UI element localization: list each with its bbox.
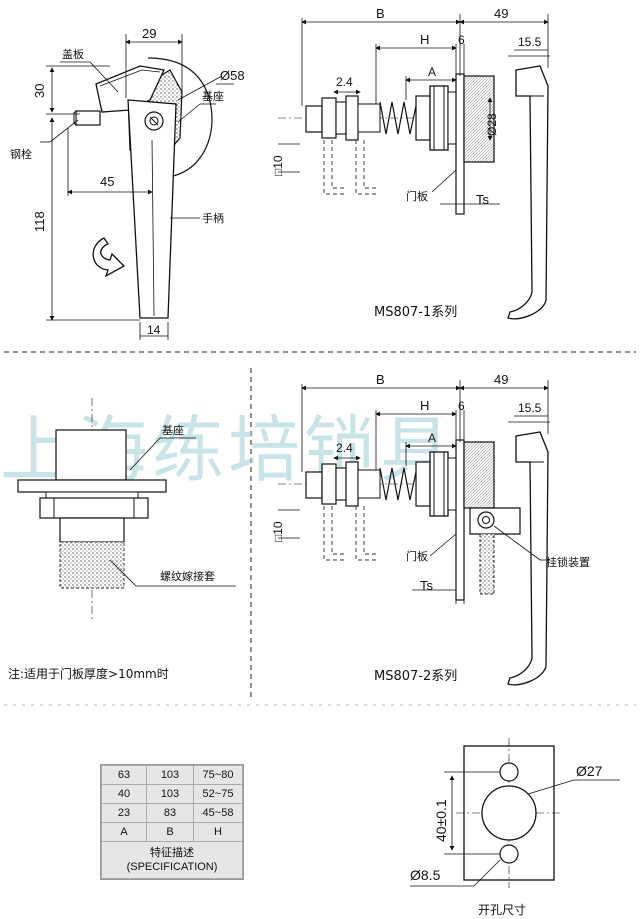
fig1-steel-bolt <box>75 110 101 126</box>
fig2-dim-h: H <box>420 32 429 47</box>
spec-cell: 103 <box>146 784 194 804</box>
cutout-label: 开孔尺寸 <box>478 903 526 917</box>
spec-cell: 75~80 <box>193 765 243 785</box>
spec-header: B <box>146 822 194 842</box>
fig3-label-sleeve: 螺纹嫁接套 <box>160 569 215 583</box>
fig2-handle <box>507 65 549 320</box>
rotation-arrow-icon <box>92 237 126 278</box>
table-row: 23 83 45~58 <box>101 803 243 823</box>
fig2-series-label: MS807-1系列 <box>374 305 457 320</box>
fig2-dim-28: Ø28 <box>485 113 499 136</box>
fig4-dim-2-4: 2.4 <box>336 441 353 455</box>
fig4-dim-ts: Ts <box>420 578 434 593</box>
section-dividers <box>4 351 636 706</box>
fig2-dim-6: 6 <box>458 33 465 47</box>
cutout-main-hole <box>481 785 537 841</box>
fig2-side-view: B 49 H 6 15.5 2.4 A Ø28 □10 门板 Ts MS807-… <box>271 6 550 320</box>
spec-grid: 63 103 75~80 40 103 52~75 23 83 45~58 A … <box>101 765 243 879</box>
fig4-dim-b: B <box>376 372 385 387</box>
cutout-top-hole <box>499 762 519 782</box>
fig4-dim-49: 49 <box>494 372 508 387</box>
fig2-spring <box>379 101 417 135</box>
spec-caption-cn: 特征描述 <box>150 846 194 859</box>
cutout-dim-40: 40±0.1 <box>433 799 449 842</box>
fig4-handle <box>507 431 549 686</box>
spec-header: H <box>193 822 243 842</box>
fig1-dim-width: 29 <box>142 26 156 41</box>
fig2-dim-ts: Ts <box>476 192 490 207</box>
fig2-dim-a: A <box>428 65 436 79</box>
spec-cell: 45~58 <box>193 803 243 823</box>
fig4-spring <box>379 467 417 501</box>
fig4-side-view: B 49 H 6 15.5 2.4 A □10 门板 挂锁装置 Ts MS807… <box>271 372 590 686</box>
fig1-label-base: 基座 <box>202 89 224 103</box>
fig2-dim-square: □10 <box>271 155 285 176</box>
spec-cell: 23 <box>101 803 147 823</box>
fig3-base-section: 基座 螺纹嫁接套 注:适用于门板厚度>10mm时 <box>8 398 236 681</box>
fig1-label-handle: 手柄 <box>202 211 224 225</box>
cutout-dim-27: Ø27 <box>576 763 603 779</box>
spec-cell: 40 <box>101 784 147 804</box>
fig4-series-label: MS807-2系列 <box>374 669 457 684</box>
fig4-dim-h: H <box>420 398 429 413</box>
cutout-bottom-hole <box>499 844 519 864</box>
spec-table: 63 103 75~80 40 103 52~75 23 83 45~58 A … <box>100 764 244 880</box>
spec-cell: 52~75 <box>193 784 243 804</box>
fig4-dim-15-5: 15.5 <box>518 401 542 415</box>
fig1-dim-diameter: Ø58 <box>220 68 245 83</box>
table-row: 63 103 75~80 <box>101 765 243 785</box>
fig1-label-cover: 盖板 <box>62 47 84 61</box>
spec-cell: 83 <box>146 803 194 823</box>
fig3-note: 注:适用于门板厚度>10mm时 <box>8 666 169 681</box>
fig1-dim-height-top: 30 <box>32 84 47 98</box>
fig4-dim-6: 6 <box>458 399 465 413</box>
cutout-dim-8-5: Ø8.5 <box>410 867 441 883</box>
fig1-dim-height-main: 118 <box>32 211 47 232</box>
fig2-dim-b: B <box>376 6 385 21</box>
spec-cell: 103 <box>146 765 194 785</box>
fig4-label-padlock: 挂锁装置 <box>546 555 590 569</box>
spec-caption-en: (SPECIFICATION) <box>126 861 218 873</box>
spec-header: A <box>101 822 147 842</box>
table-header-row: A B H <box>101 822 243 842</box>
fig4-dim-a: A <box>428 431 436 445</box>
fig1-label-bolt: 钢栓 <box>10 147 32 161</box>
spec-caption: 特征描述 (SPECIFICATION) <box>101 841 243 879</box>
table-row: 40 103 52~75 <box>101 784 243 804</box>
fig2-label-door: 门板 <box>406 189 428 203</box>
fig2-dim-49: 49 <box>494 6 508 21</box>
fig1-cover-plate <box>95 65 165 113</box>
fig2-dim-2-4: 2.4 <box>336 75 353 89</box>
fig1-front-view: 29 Ø58 30 45 118 14 盖板 基座 钢栓 手柄 <box>10 26 245 340</box>
fig1-handle <box>127 99 177 319</box>
spec-cell: 63 <box>101 765 147 785</box>
fig4-dim-square: □10 <box>271 521 285 542</box>
cutout-drawing: Ø27 40±0.1 Ø8.5 开孔尺寸 <box>410 738 620 917</box>
fig3-label-base: 基座 <box>162 423 184 437</box>
table-caption-row: 特征描述 (SPECIFICATION) <box>101 841 243 879</box>
fig4-label-door: 门板 <box>406 549 428 563</box>
fig1-dim-bolt: 45 <box>100 174 114 189</box>
fig2-dim-15-5: 15.5 <box>518 35 542 49</box>
fig1-dim-tip: 14 <box>147 323 161 337</box>
